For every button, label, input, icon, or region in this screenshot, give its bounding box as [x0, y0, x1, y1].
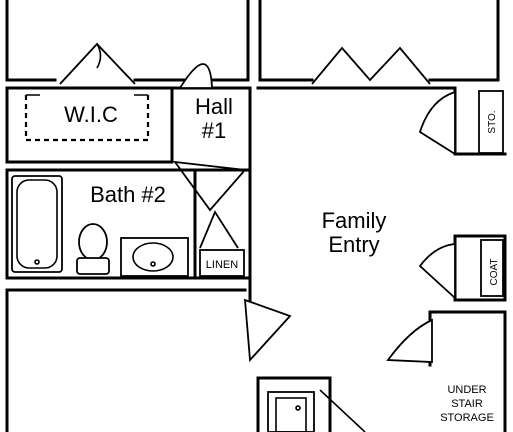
lower-left-room-walls	[5, 288, 292, 432]
bottom-cabinet	[256, 376, 366, 432]
top-left-room-walls	[5, 0, 250, 82]
linen-closet: LINEN	[193, 168, 252, 280]
family-label-line2: Entry	[328, 232, 379, 257]
linen-label: LINEN	[206, 259, 238, 271]
hall-1: Hall #1	[170, 63, 252, 212]
coat-closet: COAT	[418, 234, 507, 302]
hall-door-arc	[178, 63, 213, 89]
storage-label: STO.	[487, 110, 498, 133]
coat-label: COAT	[489, 258, 500, 285]
top-left-double-door	[59, 42, 136, 85]
storage-closet: STO.	[418, 86, 507, 156]
under-stair-label-line3: STORAGE	[440, 412, 494, 424]
toilet	[76, 223, 110, 275]
hall-label-line1: Hall	[195, 94, 233, 119]
family-label-line1: Family	[322, 208, 387, 233]
top-right-room-walls	[258, 0, 500, 82]
hall-label-line2: #1	[202, 118, 226, 143]
walk-in-closet: W.I.C	[5, 86, 174, 164]
under-stair-storage: UNDER STAIR STORAGE	[386, 310, 507, 432]
under-stair-label-line1: UNDER	[447, 384, 486, 396]
bath-label: Bath #2	[90, 182, 166, 207]
wic-label: W.I.C	[64, 102, 118, 127]
sink	[120, 237, 189, 277]
hall-lower-door	[173, 160, 247, 212]
bathtub	[11, 175, 63, 273]
top-right-double-door	[311, 46, 431, 85]
under-stair-label-line2: STAIR	[451, 398, 483, 410]
family-entry: Family Entry	[248, 86, 457, 302]
bath-2: Bath #2	[5, 168, 197, 280]
